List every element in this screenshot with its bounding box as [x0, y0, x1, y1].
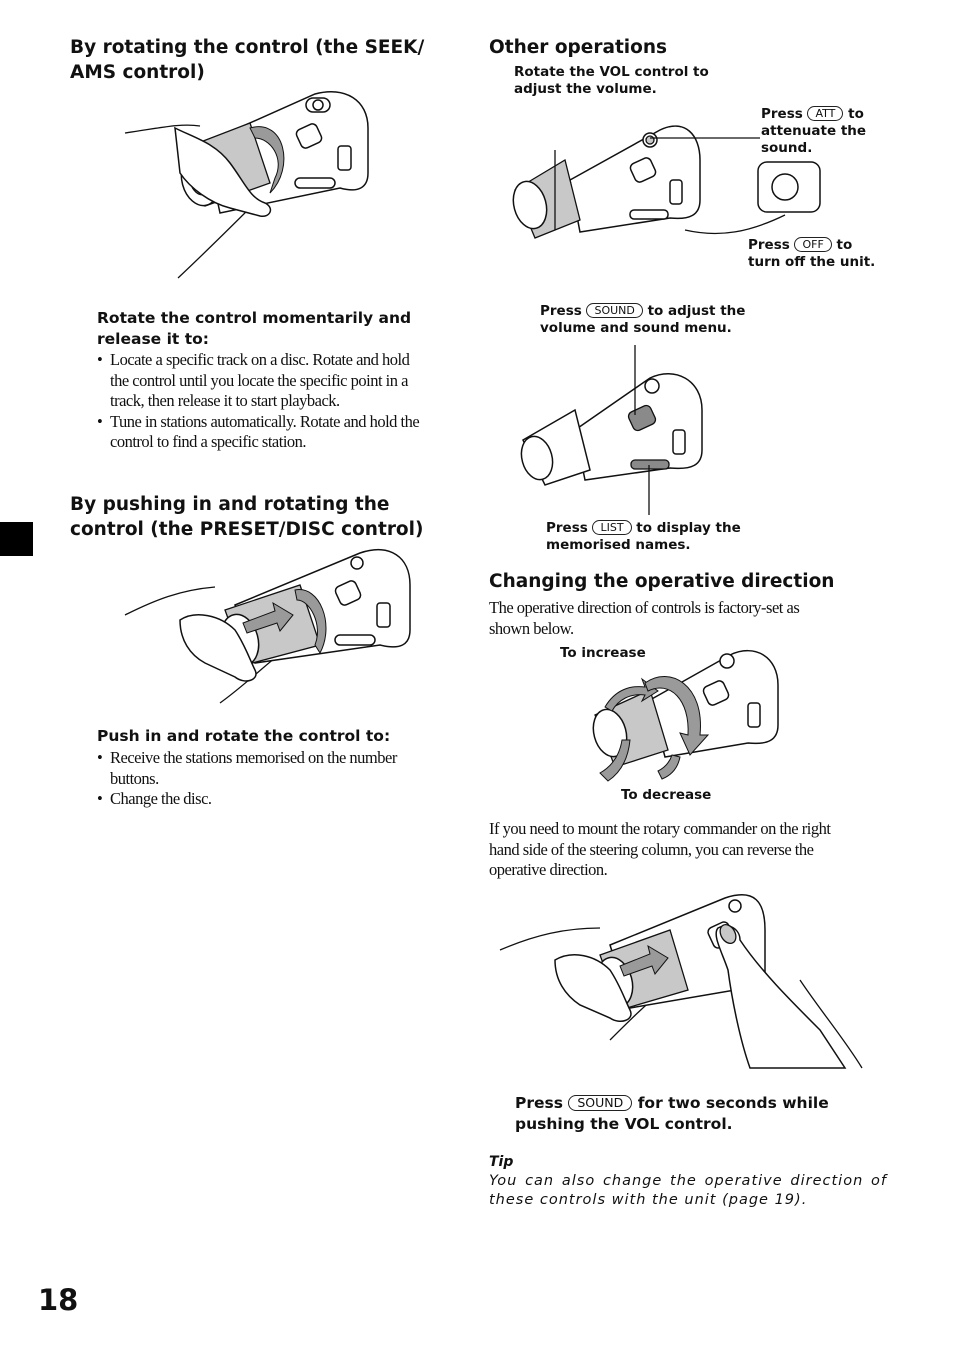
off-caption: Press OFF to turn off the unit.	[748, 237, 876, 270]
tip-body-text: You can also change the operative direct…	[489, 1173, 887, 1208]
section-title-preset-disc: By pushing in and rotating the control (…	[70, 494, 424, 540]
press-sound-instruction: Press SOUND for two seconds while pushin…	[515, 1094, 829, 1133]
sound-list-illustration	[520, 345, 703, 515]
section-title-seek-ams: By rotating the control (the SEEK/ AMS c…	[70, 37, 425, 83]
preset-disc-bullet-list: Receive the stations memorised on the nu…	[97, 748, 429, 810]
list-item: Locate a specific track on a disc. Rotat…	[97, 350, 429, 412]
list-key: LIST	[592, 520, 632, 535]
seek-ams-lead: Rotate the control momentarily and relea…	[97, 309, 412, 348]
reverse-direction-illustration	[499, 894, 863, 1069]
vol-caption: Rotate the VOL control to adjust the vol…	[514, 64, 709, 97]
seek-ams-bullet-list: Locate a specific track on a disc. Rotat…	[97, 350, 429, 453]
tip-heading: Tip	[489, 1154, 514, 1170]
sound-caption: Press SOUND to adjust the volume and sou…	[540, 303, 746, 336]
mount-body-text: If you need to mount the rotary commande…	[489, 819, 831, 879]
to-increase-label: To increase	[560, 645, 646, 661]
preset-disc-illustration	[124, 549, 411, 704]
page-number: 18	[38, 1283, 79, 1317]
vol-att-off-illustration	[512, 125, 821, 239]
list-caption: Press LIST to display the memorised name…	[546, 520, 741, 553]
direction-body-text: The operative direction of controls is f…	[489, 598, 800, 638]
section-title-operative-direction: Changing the operative direction	[489, 571, 835, 592]
list-item: Tune in stations automatically. Rotate a…	[97, 412, 429, 453]
list-item: Receive the stations memorised on the nu…	[97, 748, 429, 789]
to-decrease-label: To decrease	[621, 787, 712, 803]
att-key: ATT	[807, 106, 844, 121]
list-item: Change the disc.	[97, 789, 429, 810]
off-key: OFF	[794, 237, 832, 252]
direction-illustration	[592, 650, 779, 782]
section-tab-marker	[0, 522, 33, 556]
att-caption: Press ATT to attenuate the sound.	[761, 106, 867, 156]
preset-disc-lead: Push in and rotate the control to:	[97, 727, 391, 745]
sound-key: SOUND	[586, 303, 643, 318]
section-title-other-operations: Other operations	[489, 37, 668, 58]
seek-ams-illustration	[124, 91, 369, 279]
sound-key: SOUND	[568, 1095, 633, 1111]
